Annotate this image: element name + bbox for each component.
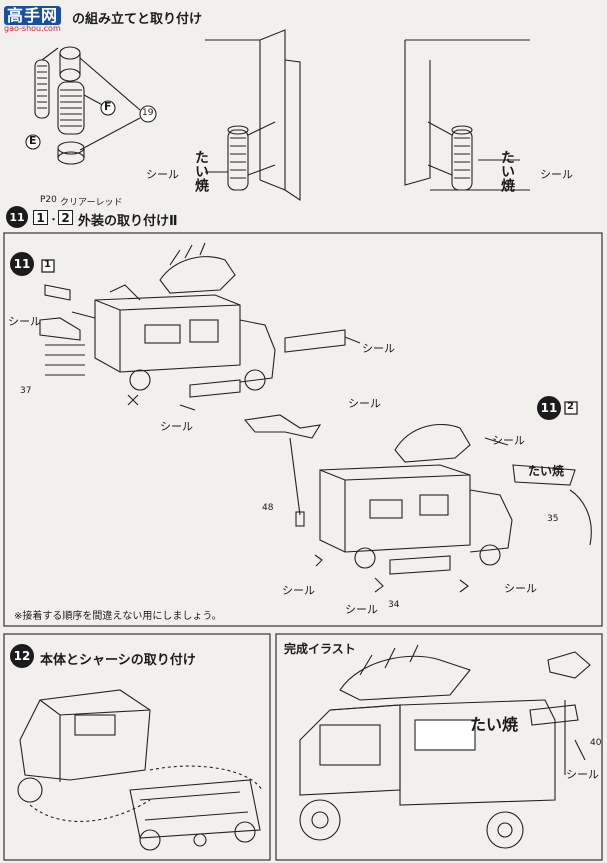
step12-number: 12: [10, 644, 34, 668]
finished-seal-label: シール: [566, 768, 599, 781]
callout-e: E: [29, 134, 37, 147]
step11-frame: [3, 232, 603, 627]
body-chassis-illustration: [17, 689, 263, 851]
seal-label-4: シール: [348, 397, 381, 410]
callout-f-circle: [100, 100, 116, 116]
seal-label-1: シール: [8, 315, 41, 328]
step11-1-number: 11: [10, 252, 34, 276]
step12-title: 本体とシャーシの取り付け: [40, 653, 196, 668]
truck-corner-right-illustration: [404, 39, 530, 191]
sign-text-step11: たい焼: [528, 464, 565, 478]
seal-label-7: シール: [345, 603, 378, 616]
step11-2-box-label: 2: [567, 401, 574, 412]
seal-label-step10-left: シール: [146, 168, 179, 181]
finished-part-40: 40: [590, 738, 602, 748]
lantern-exploded-illustration: [34, 46, 141, 165]
finished-truck-illustration: [299, 644, 591, 849]
taiyaki-label-step10-left: たい焼: [193, 150, 209, 192]
step11-number: 11: [6, 206, 28, 228]
seal-label-step10-right: シール: [540, 168, 573, 181]
step10-title: の組み立てと取り付け: [72, 12, 203, 27]
part-48: 48: [262, 503, 274, 513]
watermark-logo: 高手网: [4, 6, 62, 25]
box-sub1: [41, 259, 55, 273]
step11-sub1: 1: [33, 210, 48, 225]
callout-19-circle: [139, 105, 157, 123]
seal-label-2: シール: [362, 342, 395, 355]
finished-frame: [275, 633, 603, 861]
taiyaki-label-step10-right: たい焼: [499, 150, 515, 192]
finished-title: 完成イラスト: [284, 642, 356, 656]
step11-1-box-label: 1: [44, 259, 51, 270]
part-37: 37: [20, 386, 32, 396]
step12-frame: [3, 633, 271, 861]
step11-title: 外装の取り付けⅡ: [78, 214, 178, 229]
step11-sub2: 2: [58, 210, 73, 225]
step11-2-number: 11: [537, 396, 561, 420]
part-34: 34: [388, 600, 400, 610]
part-color-label: クリアーレッド: [60, 198, 123, 208]
watermark: 高手网: [4, 2, 62, 26]
callout-e-circle: [25, 134, 41, 150]
part-35: 35: [547, 514, 559, 524]
truck-corner-left-illustration: [205, 29, 301, 202]
seal-label-3: シール: [160, 420, 193, 433]
seal-label-8: シール: [504, 582, 537, 595]
part-code: P20: [40, 195, 57, 205]
seal-label-5: シール: [492, 434, 525, 447]
assembly-note: ※接着する順序を間違えない用にしましょう。: [14, 611, 222, 622]
watermark-url: gao-shou.com: [4, 24, 61, 33]
box-sub2: [564, 401, 578, 415]
truck-step11-2-illustration: [243, 414, 592, 593]
truck-step11-1-illustration: [39, 242, 361, 411]
step11-separator: ・: [48, 213, 59, 226]
finished-sign-text: たい焼: [470, 715, 519, 734]
callout-19: 19: [142, 108, 154, 118]
callout-f: F: [104, 100, 112, 113]
seal-label-6: シール: [282, 584, 315, 597]
